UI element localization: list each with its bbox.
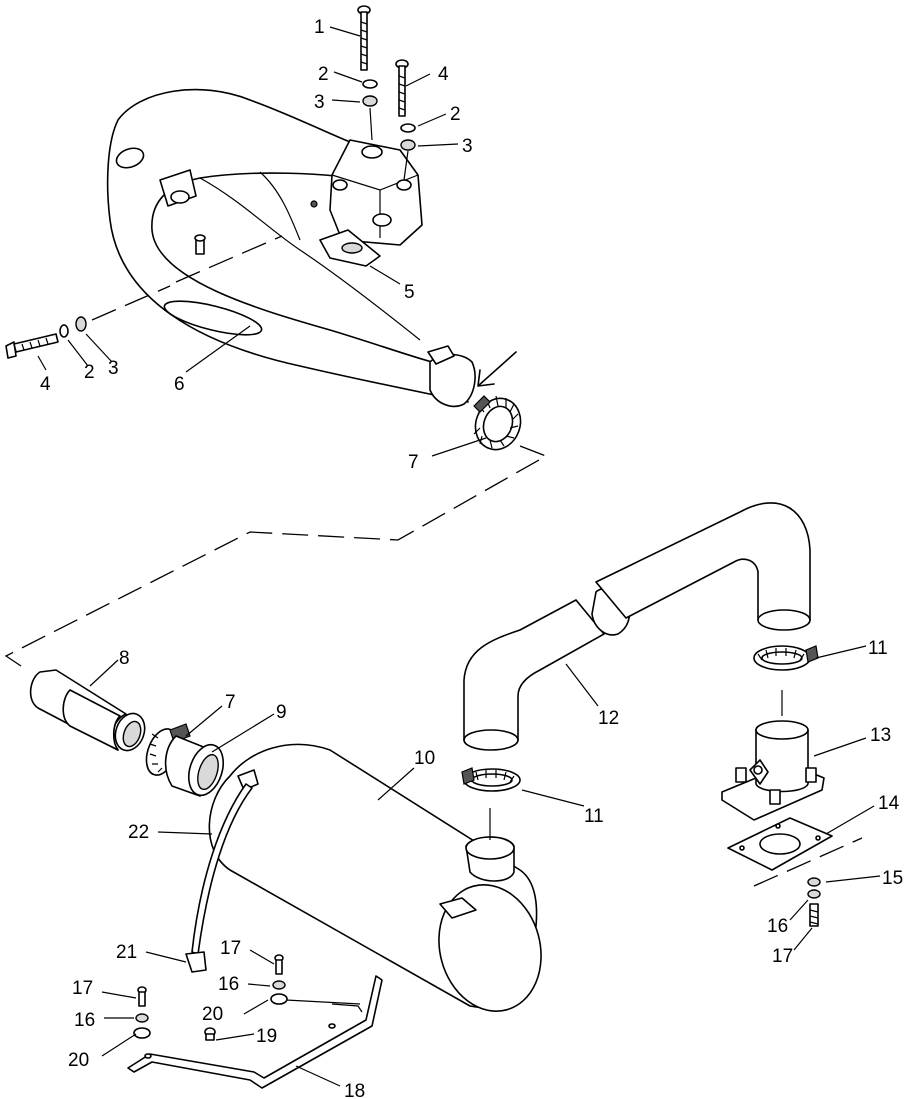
flange-13	[721, 720, 825, 821]
callout-12: 12	[598, 708, 619, 729]
pipe-12	[463, 502, 811, 751]
nut-15	[807, 877, 821, 887]
callout-17: 17	[772, 946, 793, 967]
callout-15: 15	[882, 868, 903, 889]
callout-3: 3	[108, 358, 119, 379]
bolt-4-lower	[5, 333, 59, 359]
gasket-14	[727, 817, 833, 871]
washer-20-left	[133, 1027, 151, 1039]
callout-14: 14	[878, 793, 900, 814]
callout-2: 2	[450, 104, 461, 125]
callout-18: 18	[344, 1081, 365, 1099]
callout-17: 17	[72, 978, 93, 999]
callout-5: 5	[404, 282, 415, 303]
callout-6: 6	[174, 374, 185, 395]
callout-2: 2	[318, 64, 329, 85]
stud-bolt	[194, 234, 206, 255]
exhaust-manifold	[319, 139, 423, 267]
callout-8: 8	[119, 648, 130, 669]
callout-16: 16	[218, 974, 239, 995]
assembly-line-main	[4, 445, 548, 669]
lockwasher-3-a	[362, 95, 378, 107]
coupler-9	[164, 735, 225, 797]
callout-19: 19	[256, 1026, 277, 1047]
assembly-line-gasket	[753, 837, 863, 887]
callout-20: 20	[68, 1050, 89, 1071]
callout-17: 17	[220, 938, 241, 959]
screw-17-right	[274, 954, 284, 975]
lockwasher-16-right	[272, 980, 286, 990]
callout-4: 4	[438, 64, 449, 85]
callout-2: 2	[84, 362, 95, 383]
callout-11: 11	[584, 806, 604, 827]
pipe-8	[29, 669, 146, 752]
callout-1: 1	[314, 17, 325, 38]
washer-2-c	[59, 324, 69, 338]
lockwasher-3-b	[400, 139, 416, 151]
callout-21: 21	[116, 942, 137, 963]
callout-22: 22	[128, 822, 149, 843]
clamp-11-right	[753, 645, 819, 671]
muffler-10	[208, 743, 542, 1012]
lockwasher-16-far	[807, 889, 821, 899]
callout-3: 3	[314, 92, 325, 113]
clamp-7-upper	[473, 395, 522, 451]
screw-17-far	[809, 903, 819, 927]
expansion-chamber	[106, 88, 476, 408]
callout-16: 16	[74, 1010, 95, 1031]
washer-2-b	[400, 123, 416, 133]
washer-2-a	[362, 79, 378, 89]
callout-4: 4	[40, 374, 51, 395]
callout-20: 20	[202, 1004, 223, 1025]
screw-17-left	[137, 986, 147, 1007]
callout-13: 13	[870, 725, 891, 746]
assembly-line-bolt	[91, 235, 283, 321]
leader-lines	[37, 26, 881, 1087]
washer-20-right	[270, 993, 288, 1005]
callout-7: 7	[225, 692, 236, 713]
bolt-1	[357, 5, 371, 71]
callout-11: 11	[868, 638, 888, 659]
bolt-4-upper	[395, 59, 409, 117]
leader-bolt-1	[369, 107, 373, 141]
callout-9: 9	[276, 702, 287, 723]
leader-bracket	[285, 999, 361, 1005]
callout-16: 16	[767, 916, 788, 937]
callouts: 1 2 3 4 2 3 5 4 2 3 6 7 8 7 9 10 12 11 1…	[40, 17, 903, 1099]
leader-bolt-4	[403, 150, 409, 181]
lockwasher-16-left	[135, 1013, 149, 1023]
nut-19	[204, 1027, 216, 1041]
tube-fitting-21	[185, 951, 207, 973]
bracket-18	[127, 975, 383, 1089]
callout-7: 7	[408, 452, 419, 473]
callout-10: 10	[414, 748, 435, 769]
clamp-11-left	[461, 767, 521, 792]
direction-arrow	[477, 351, 517, 387]
callout-3: 3	[462, 136, 473, 157]
lockwasher-3-c	[75, 316, 87, 332]
